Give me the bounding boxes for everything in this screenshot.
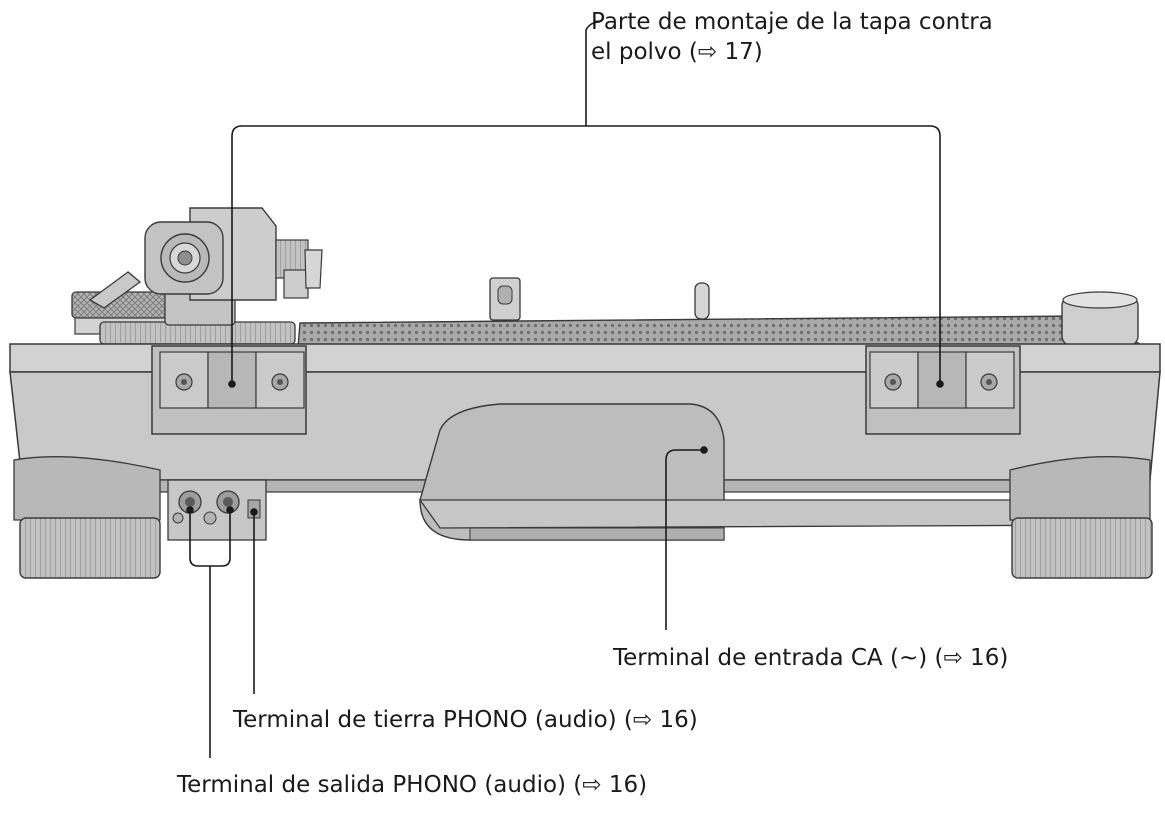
callout-dust-cover [228, 21, 944, 388]
label-phono-ground-terminal: Terminal de tierra PHONO (audio) (⇨ 16) [233, 707, 698, 733]
phono-terminal-panel [167, 479, 267, 541]
label-dust-cover-mount-line2: el polvo (⇨ 17) [591, 39, 763, 65]
corner-knob [1061, 291, 1139, 347]
spindle [694, 282, 710, 320]
tonearm-assembly [71, 207, 323, 345]
label-dust-cover-mount: Parte de montaje de la tapa contra [591, 9, 993, 35]
callout-phono-output [186, 506, 234, 758]
label-ac-input-terminal: Terminal de entrada CA (∼) (⇨ 16) [613, 645, 1009, 671]
callout-phono-ground [250, 508, 258, 694]
label-phono-output-terminal: Terminal de salida PHONO (audio) (⇨ 16) [177, 772, 648, 798]
dust-cover-mount-right [865, 345, 1021, 435]
callout-ac-input [665, 446, 708, 630]
dust-cover-mount-left [151, 345, 307, 435]
foot-right [1009, 456, 1153, 579]
foot-left [13, 456, 161, 579]
platter [297, 315, 1141, 349]
adapter-post [489, 277, 521, 321]
